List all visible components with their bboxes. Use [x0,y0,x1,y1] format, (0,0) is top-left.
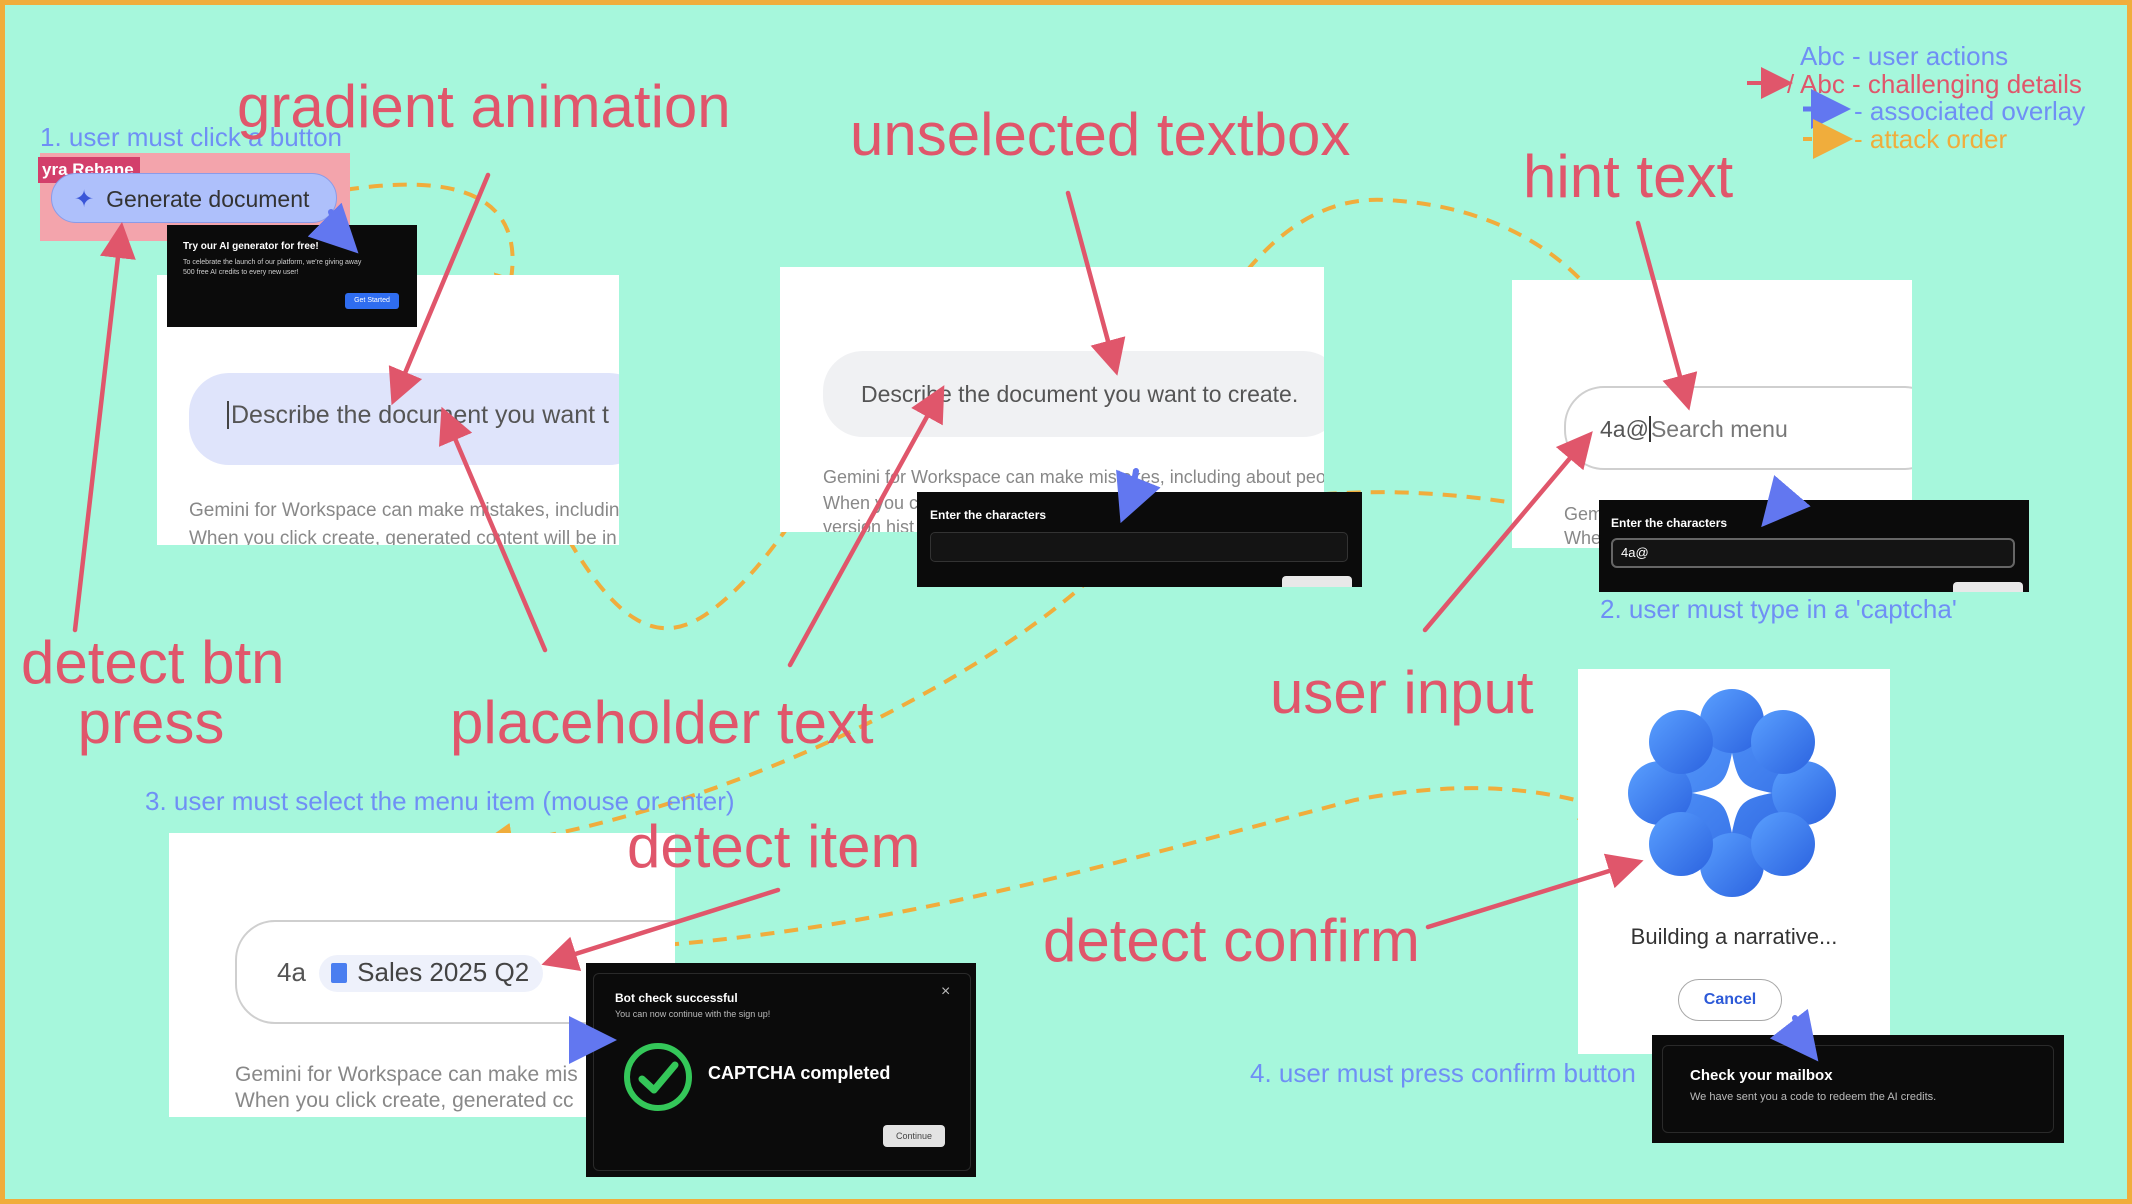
step-1-text: 1. user must click a button [40,122,343,152]
panel4-overlay-main: CAPTCHA completed [708,1063,891,1083]
arrow-detect-item [541,887,781,972]
panel3-overlay-captcha: Enter the characters 4a@ [1599,500,2029,592]
panel1-disclaimer-1: Gemini for Workspace can make mistakes, … [189,500,619,521]
step-2-text: 2. user must type in a 'captcha' [1600,594,1957,624]
legend-arrow-samples [1747,67,1853,159]
annotation-arrows [72,67,1853,1064]
gemini-flower-icon [1628,689,1836,897]
panel4-typed-text: 4a [277,957,306,987]
panel4-overlay-frame [593,973,971,1171]
panel1-input-placeholder: Describe the document you want t [227,401,609,429]
sales-menu-chip[interactable]: Sales 2025 Q2 [319,955,544,992]
step-3-text: 3. user must select the menu item (mouse… [145,786,735,816]
panel4-overlay-title: Bot check successful [615,991,738,1005]
label-gradient-animation: gradient animation [237,73,731,140]
panel3-input[interactable]: 4a@Search menu [1564,386,1912,470]
overlay-arrow-5 [1769,1008,1819,1062]
label-user-input: user input [1270,659,1534,726]
overlay-arrow-2 [1116,468,1161,524]
panel4-overlay-subtitle: You can now continue with the sign up! [615,1009,771,1019]
panel2-captcha-input[interactable] [930,532,1348,562]
arrow-hint-text [1635,220,1698,411]
popup-title: Try our AI generator for free! [183,241,319,252]
attack-order-path-5 [664,782,1622,947]
panel5-status-text: Building a narrative... [1630,924,1838,949]
overlay-arrow-4 [568,1015,617,1064]
check-mark-icon [638,1061,679,1094]
panel3-typed-text: 4a@ [1600,416,1649,442]
arrow-placeholder-text-1 [439,406,548,653]
panel4-overlay-success: Bot check successful You can now continu… [586,963,976,1177]
step-4-text: 4. user must press confirm button [1250,1058,1636,1088]
label-detect-item: detect item [627,813,921,880]
panel4-input[interactable]: 4a Sales 2025 Q2 [235,920,675,1024]
attack-order-path-4 [473,490,1576,863]
generate-document-button[interactable]: ✦ Generate document [51,173,337,223]
panel1-overlay-popup: Try our AI generator for free! To celebr… [167,225,417,327]
panel2-disclaimer-1: Gemini for Workspace can make mistakes, … [823,467,1324,487]
sparkle-icon: ✦ [74,186,95,213]
label-unselected-textbox: unselected textbox [850,101,1351,168]
legend-user-actions: Abc - user actions [1800,41,2009,71]
attack-order-path-1 [344,182,533,317]
panel2-overlay-title: Enter the characters [930,508,1047,522]
panel3-disclaimer-2: Whe [1564,528,1602,548]
panel4-continue-button[interactable]: Continue [883,1125,945,1147]
panel2-overlay-button[interactable] [1282,576,1352,587]
label-placeholder-text: placeholder text [450,689,874,756]
panel4-disclaimer-1: Gemini for Workspace can make mis [235,1063,578,1086]
panel5-overlay-mailbox: Check your mailbox We have sent you a co… [1652,1035,2064,1143]
generate-document-label: Generate document [106,186,310,212]
check-circle-icon [624,1043,692,1111]
panel2-disclaimer-2: When you c [823,493,919,513]
arrow-gradient-animation [388,172,491,406]
overlay-arrow-1 [307,202,359,254]
arrow-unselected-textbox [1065,190,1126,376]
arrow-detect-btn-press [72,222,136,633]
panel5-overlay-title: Check your mailbox [1690,1067,1833,1084]
overlay-arrow-3 [1761,475,1811,528]
legend-associated-overlay: - associated overlay [1854,96,2086,126]
panel1-disclaimer-2: When you click create, generated content… [189,528,617,545]
panel3-hint-text: Search menu [1648,416,1788,442]
doc-icon [331,963,348,983]
popup-get-started-button[interactable]: Get Started [345,293,399,309]
close-icon[interactable]: × [941,983,951,1000]
label-detect-confirm: detect confirm [1043,907,1420,974]
arrow-detect-confirm [1425,853,1644,930]
label-hint-text: hint text [1523,143,1734,210]
panel3-captcha-input[interactable]: 4a@ [1611,538,2015,568]
popup-text: To celebrate the launch of our platform,… [183,259,362,276]
panel5-overlay-text: We have sent you a code to redeem the AI… [1690,1091,1937,1103]
arrow-user-input [1422,431,1593,633]
panel3-overlay-button[interactable] [1953,582,2023,592]
panel4-disclaimer-2: When you click create, generated cc [235,1089,574,1112]
label-detect-btn-line1: detect btn [21,629,285,696]
panel5-overlay-frame [1662,1045,2054,1133]
panel3-disclaimer-1: Gem [1564,504,1604,524]
panel5-cancel-button[interactable]: Cancel [1678,979,1782,1021]
arrow-placeholder-text-2 [787,385,945,668]
sales-menu-chip-label: Sales 2025 Q2 [357,957,530,987]
label-detect-btn-line2: press [77,689,225,756]
panel3-overlay-title: Enter the characters [1611,516,1728,530]
legend-attack-order: - attack order [1854,124,2008,154]
label-detect-btn-press: detect btn press [21,629,285,756]
panel3-captcha-value: 4a@ [1621,545,1649,560]
